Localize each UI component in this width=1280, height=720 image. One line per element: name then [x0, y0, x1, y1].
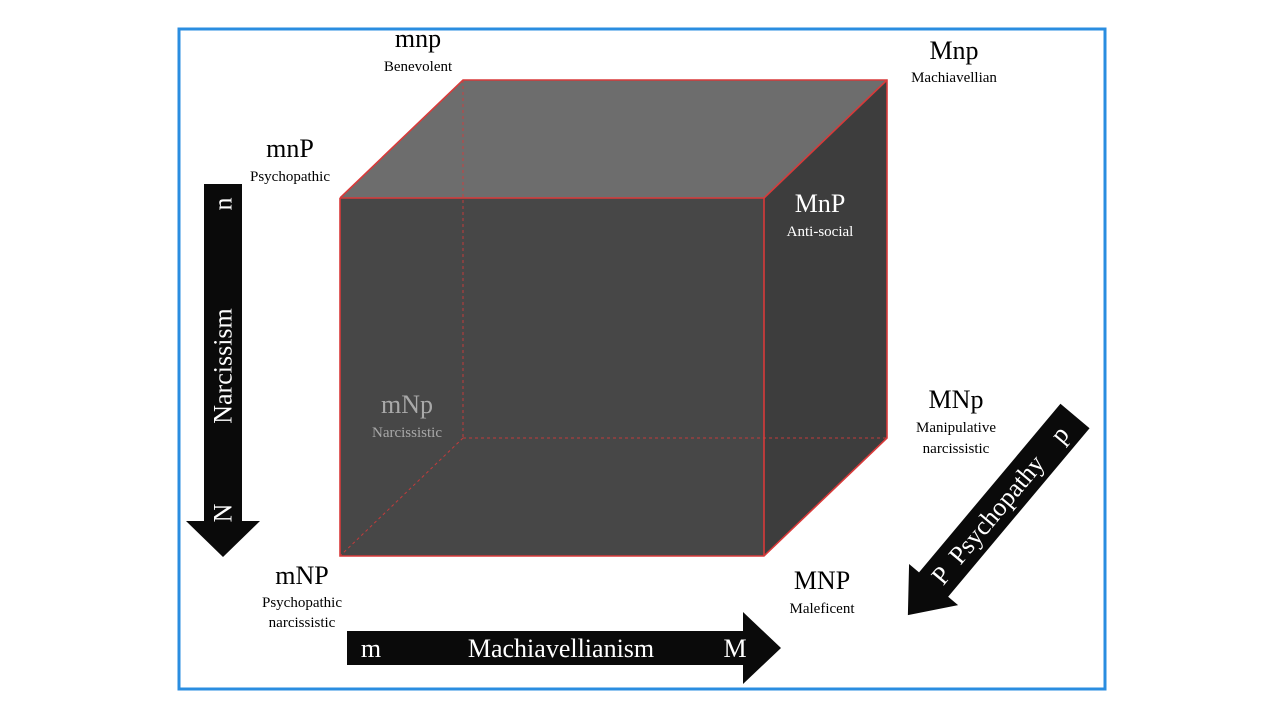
vertex-label: Maleficent: [790, 601, 856, 617]
vertex-code: MNp: [929, 385, 984, 414]
cube-right-face: [764, 80, 887, 556]
narcissism-low-label: n: [209, 198, 238, 211]
narcissism-axis-arrow: n Narcissism N: [186, 184, 260, 557]
vertex-mnp: mnp Benevolent: [384, 24, 453, 75]
vertex-MNp: MNp Manipulative narcissistic: [916, 385, 996, 457]
vertex-label: Psychopathic: [250, 169, 330, 185]
machiavellianism-high-label: M: [723, 634, 746, 663]
cube-front-face: [340, 198, 764, 556]
vertex-code: mNp: [381, 390, 433, 419]
cube-outline: [339, 79, 888, 557]
vertex-Mnp: Mnp Machiavellian: [911, 36, 997, 86]
vertex-label-line-2: narcissistic: [923, 441, 990, 457]
edge-top-right: [763, 79, 888, 199]
vertex-MnP: MnP Anti-social: [787, 189, 854, 240]
psychopathy-arrow-shape: [907, 403, 1090, 616]
vertex-label-line-2: narcissistic: [269, 615, 336, 631]
narcissism-high-label: N: [209, 503, 238, 522]
vertex-code: mnp: [395, 24, 441, 53]
vertex-code: MNP: [794, 566, 850, 595]
vertex-label: Anti-social: [787, 224, 854, 240]
machiavellianism-low-label: m: [361, 634, 381, 663]
cube-top-face: [340, 80, 887, 198]
diagram-frame: [177, 27, 1107, 691]
narcissism-arrow-shape: [186, 184, 260, 557]
cube-visible-edges: [339, 79, 888, 557]
machiavellianism-axis-arrow: m Machiavellianism M: [347, 612, 781, 684]
vertex-label: Narcissistic: [372, 425, 442, 441]
vertex-label-line-1: Manipulative: [916, 420, 996, 436]
machiavellianism-arrow-shape: [347, 612, 781, 684]
vertex-mnP: mnP Psychopathic: [250, 134, 330, 185]
psychopathy-axis-name: Psychopathy: [943, 449, 1051, 569]
cube-hidden-edges: [339, 80, 887, 557]
vertex-code: mNP: [275, 561, 328, 590]
vertex-mNp: mNp Narcissistic: [372, 390, 442, 441]
vertex-label: Machiavellian: [911, 70, 997, 86]
vertex-code: MnP: [795, 189, 846, 218]
hidden-edge-bottom-side: [339, 437, 464, 557]
vertex-code: mnP: [266, 134, 314, 163]
vertex-MNP: MNP Maleficent: [790, 566, 856, 617]
vertex-label: Benevolent: [384, 59, 453, 75]
machiavellianism-axis-name: Machiavellianism: [468, 634, 654, 663]
narcissism-axis-name: Narcissism: [209, 308, 238, 424]
vertex-code: Mnp: [929, 36, 978, 65]
vertex-label-line-1: Psychopathic: [262, 595, 342, 611]
vertex-mNP: mNP Psychopathic narcissistic: [262, 561, 342, 631]
